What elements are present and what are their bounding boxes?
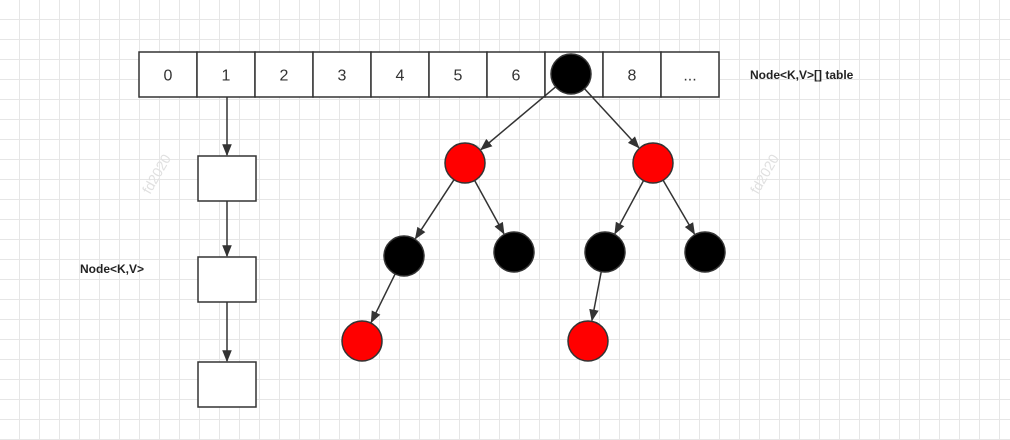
tree-node-black [684,231,726,273]
list-node [197,155,257,202]
tree-node-red [567,320,609,362]
tree-node-black [493,231,535,273]
tree-edge [589,271,602,322]
watermark-right: fd2020 [747,151,782,196]
hash-table-array: 0 1 2 3 4 5 6 8... [138,51,720,98]
tree-edge [414,179,455,240]
table-label: Node<K,V>[] table [750,68,854,82]
table-cell-label: 3 [338,68,347,85]
table-cell-label: ... [683,68,696,85]
list-node [197,361,257,408]
tree-edge [480,86,557,151]
node-label: Node<K,V> [80,262,145,276]
tree-edges [370,86,696,324]
tree-node-black [383,235,425,277]
table-cell-8 [602,51,662,98]
tree-node-red [632,142,674,184]
table-cell-9 [660,51,720,98]
table-cell-1 [196,51,256,98]
tree-edge [662,179,696,235]
linked-list [197,97,257,408]
table-cell-label: 5 [454,68,463,85]
list-node [197,256,257,303]
table-cell-label: 8 [628,68,637,85]
table-cell-label: 2 [280,68,289,85]
table-cell-3 [312,51,372,98]
table-cell-4 [370,51,430,98]
tree-edge [614,180,645,235]
table-cell-label: 6 [512,68,521,85]
table-cell-2 [254,51,314,98]
table-cell-label: 0 [164,68,173,85]
table-cell-label: 4 [396,68,405,85]
tree-node-black [550,53,592,95]
watermark-left: fd2020 [139,151,174,196]
table-cell-5 [428,51,488,98]
tree-node-black [584,231,626,273]
tree-node-red [341,320,383,362]
tree-edge [370,273,396,324]
tree-node-red [444,142,486,184]
red-black-tree [341,53,726,362]
table-cell-0 [138,51,198,98]
table-cell-label: 1 [222,68,231,85]
tree-edge [584,88,640,149]
tree-edge [473,180,505,235]
